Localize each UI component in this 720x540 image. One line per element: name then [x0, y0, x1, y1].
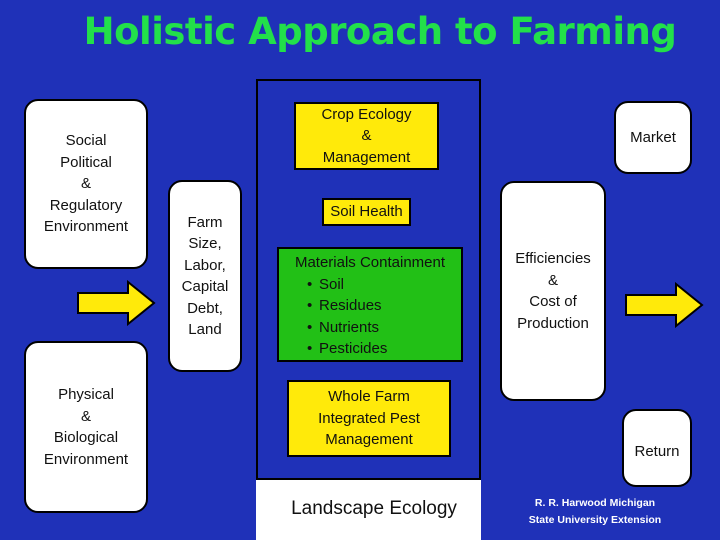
materials-list: Soil Residues Nutrients Pesticides: [279, 274, 461, 360]
right-arrow-icon: [625, 282, 704, 328]
farm-resources-box: Farm Size, Labor, Capital Debt, Land: [168, 180, 242, 372]
market-box: Market: [614, 101, 692, 174]
slide-title: Holistic Approach to Farming: [83, 10, 677, 53]
soil-health-box: Soil Health: [322, 198, 411, 226]
physical-biological-box: Physical & Biological Environment: [24, 341, 148, 513]
return-box: Return: [622, 409, 692, 487]
integrated-pest-management-box: Whole Farm Integrated Pest Management: [287, 380, 451, 457]
landscape-area: [256, 480, 481, 540]
materials-containment-box: Materials Containment Soil Residues Nutr…: [277, 247, 463, 362]
materials-item-pesticides: Pesticides: [279, 338, 461, 360]
left-arrow-icon: [77, 280, 156, 326]
credit-text: R. R. Harwood Michigan State University …: [528, 497, 662, 526]
efficiencies-box: Efficiencies & Cost of Production: [500, 181, 606, 401]
materials-heading: Materials Containment: [294, 254, 446, 271]
landscape-ecology-label: Landscape Ecology: [291, 498, 457, 519]
materials-item-residues: Residues: [279, 295, 461, 317]
social-political-box: Social Political & Regulatory Environmen…: [24, 99, 148, 269]
crop-ecology-box: Crop Ecology & Management: [294, 102, 439, 170]
center-frame: [256, 79, 481, 480]
materials-item-nutrients: Nutrients: [279, 317, 461, 339]
materials-item-soil: Soil: [279, 274, 461, 296]
